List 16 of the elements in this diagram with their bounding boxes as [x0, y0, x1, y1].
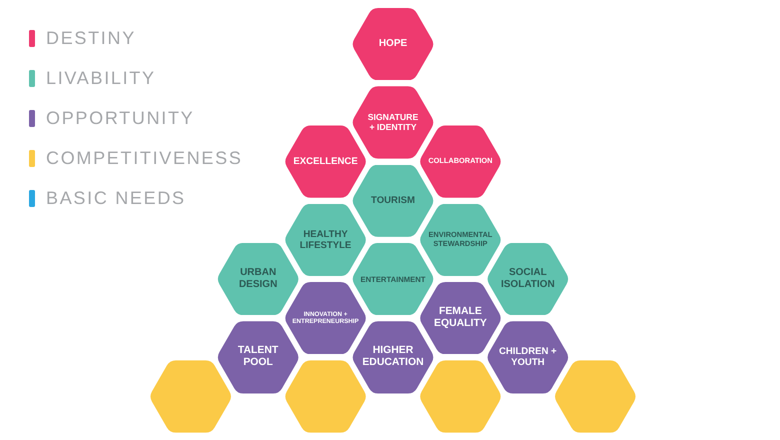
legend-label: BASIC NEEDS	[46, 189, 186, 207]
legend-label: OPPORTUNITY	[46, 109, 194, 127]
tile-label: SOCIAL ISOLATION	[500, 267, 556, 291]
tile-label: TOURISM	[370, 195, 416, 206]
tile-label: HIGHER EDUCATION	[361, 345, 425, 370]
legend-label: COMPETITIVENESS	[46, 149, 243, 167]
tile-label: HEALTHY LIFESTYLE	[298, 228, 352, 252]
tile-label: FEMALE EQUALITY	[433, 306, 488, 331]
tile-label: HOPE	[378, 38, 408, 50]
tile-label: EXCELLENCE	[292, 156, 359, 168]
tile-label: URBAN DESIGN	[238, 267, 278, 291]
legend-label: DESTINY	[46, 29, 136, 47]
tile-label: TALENT POOL	[236, 345, 280, 370]
tile-label: SIGNATURE + IDENTITY	[366, 112, 420, 133]
tile-label: CHILDREN + YOUTH	[498, 346, 558, 369]
legend-label: LIVABILITY	[46, 69, 156, 87]
